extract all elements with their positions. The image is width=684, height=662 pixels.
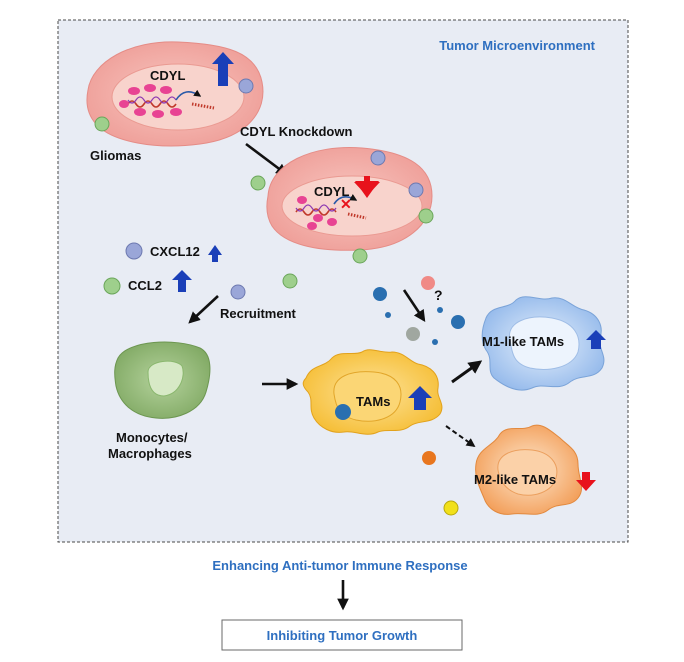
m2-label: M2-like TAMs [474,472,556,487]
unknown-mechanism-mark: ? [434,287,443,303]
ccl2-ligand-icon [103,277,121,295]
outcome-growth-box [221,619,463,651]
monocytes-label-line1: Monocytes/ [116,430,188,445]
m2-tam-cell [475,424,583,515]
up-arrow-icon [212,52,234,86]
ligand-particle [422,451,436,465]
up-arrow-icon [408,386,432,410]
tam-cell [302,349,443,435]
glioma-cell-low: ✕ CDYL [266,146,433,251]
cxcl12-legend: CXCL12 [125,242,222,262]
knockdown-label: CDYL Knockdown [240,124,352,139]
up-arrow-icon [586,330,606,349]
ligand-particles [94,78,465,345]
m1-label: M1-like TAMs [482,334,564,349]
ccl2-legend: CCL2 [103,270,192,295]
outcome-growth-text: Inhibiting Tumor Growth [267,628,418,643]
nucleosome-cluster-icon [295,194,367,230]
m2-polarization-arrow [445,425,476,448]
monocyte-cell [114,341,211,419]
nucleosome-cluster-icon [119,84,215,118]
m1-polarization-arrow [451,360,483,384]
monocytes-label-line2: Macrophages [108,446,192,461]
tumor-to-tam-arrow [402,289,426,322]
cdyl-label-low: CDYL [314,184,349,199]
tams-label: TAMs [356,394,390,409]
gliomas-label: Gliomas [90,148,141,163]
recruitment-label: Recruitment [220,306,297,321]
glioma-cell-high: CDYL [86,41,264,147]
ligand-particle [443,500,459,516]
down-arrow-icon [576,472,596,491]
up-arrow-icon [208,245,222,262]
panel-title: Tumor Microenvironment [439,38,595,53]
cdyl-label-high: CDYL [150,68,185,83]
knockdown-arrow [245,142,288,176]
outcome-response-text: Enhancing Anti-tumor Immune Response [212,558,467,573]
up-arrow-icon [172,270,192,292]
recruitment-arrow [188,295,219,324]
blocked-x-icon: ✕ [340,196,352,212]
m1-tam-cell [481,296,605,391]
ccl2-label: CCL2 [128,278,162,293]
cxcl12-ligand-icon [125,242,143,260]
cxcl12-label: CXCL12 [150,244,200,259]
